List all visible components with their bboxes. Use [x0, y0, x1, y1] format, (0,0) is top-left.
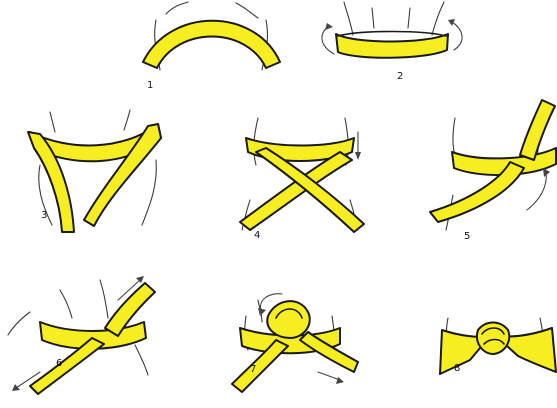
rotate-arrow-left-icon [322, 23, 334, 54]
right-arrow-icon [318, 372, 344, 384]
step-5-panel: 5 [430, 100, 556, 242]
step-2-number: 2 [397, 71, 403, 82]
step-6-panel: 6 [8, 276, 155, 394]
step-6-number: 6 [56, 358, 62, 369]
step-4-panel: 4 [240, 118, 364, 241]
step-5-number: 5 [464, 231, 470, 242]
step-7-number: 7 [250, 364, 256, 375]
step-7-belt-knot [267, 301, 309, 338]
step-8-panel: 8 [440, 318, 556, 374]
curve-arrow-icon [527, 168, 550, 210]
rotate-arrow-right-icon [448, 19, 462, 50]
step-3-panel: 3 [28, 110, 161, 232]
step-8-number: 8 [454, 363, 460, 374]
step-3-number: 3 [41, 210, 47, 221]
step-4-belt-strap-down-left [240, 152, 352, 230]
step-1-panel: 1 [143, 2, 280, 91]
step-1-number: 1 [147, 80, 153, 91]
down-arrow-icon [355, 132, 361, 160]
step-4-number: 4 [254, 230, 260, 241]
step-3-belt-right-tail [84, 124, 161, 226]
step-2-panel: 2 [322, 2, 462, 82]
step-2-belt [336, 34, 448, 58]
step-1-belt [143, 21, 280, 68]
step-7-panel: 7 [232, 294, 358, 392]
